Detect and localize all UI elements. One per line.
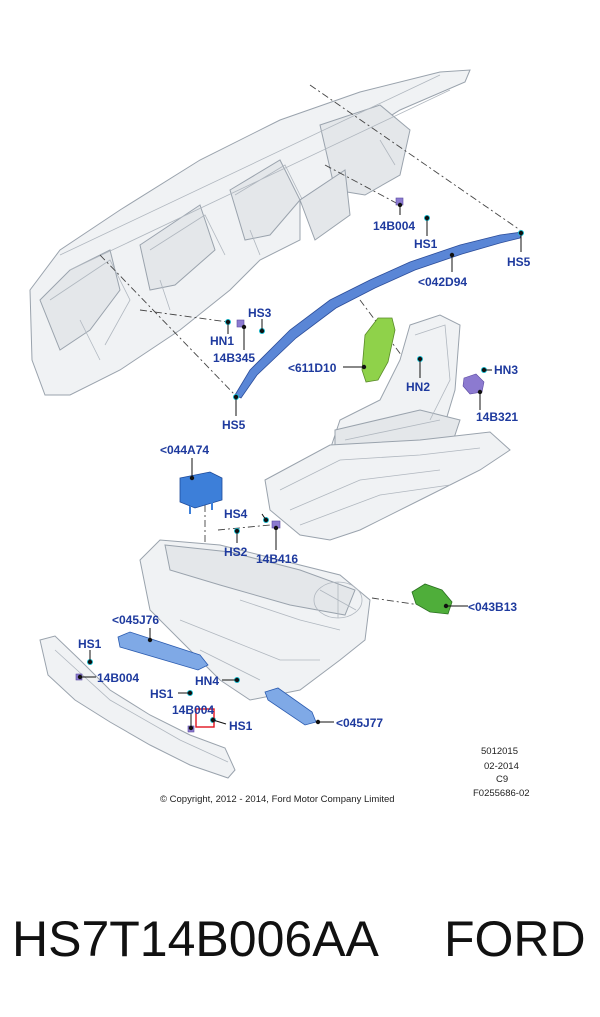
seat-side-airbag — [361, 317, 396, 383]
meta-line-2: 02-2014 — [484, 761, 519, 772]
passenger-airbag-module — [179, 471, 223, 509]
purple-sensor-icon — [236, 319, 245, 328]
instrument-panel — [139, 539, 371, 701]
label-hs1-left: HS1 — [78, 637, 102, 651]
label-hs2: HS2 — [224, 545, 248, 559]
assembly-line-8 — [217, 524, 271, 531]
assembly-line-3 — [99, 254, 236, 396]
knee-airbag-right — [264, 687, 317, 726]
meta-line-1: 5012015 — [481, 746, 518, 757]
label-14b004-top: 14B004 — [373, 219, 415, 233]
label-14b004-left: 14B004 — [97, 671, 139, 685]
label-hn2: HN2 — [406, 380, 430, 394]
drawing-meta: 5012015 02-2014 C9 F0255686-02 — [473, 746, 530, 799]
assembly-line-2 — [324, 164, 401, 206]
label-hs5-top: HS5 — [507, 255, 531, 269]
label-045j76: <045J76 — [112, 613, 159, 627]
label-hs3: HS3 — [248, 306, 272, 320]
front-seat — [329, 314, 461, 471]
leader-lines — [77, 202, 524, 731]
label-hs5-bottom: HS5 — [222, 418, 246, 432]
body-side-panel — [29, 69, 471, 396]
part-number: HS7T14B006AA — [12, 911, 379, 967]
label-hs4: HS4 — [224, 507, 248, 521]
driver-airbag-module — [411, 583, 453, 615]
knee-airbag-left — [117, 631, 209, 671]
label-14b321: 14B321 — [476, 410, 518, 424]
label-14b416: 14B416 — [256, 552, 298, 566]
airbag-system-diagram: 14B004 HS1 HS5 <042D94 HS3 HN1 14B345 <6… — [29, 69, 531, 805]
label-045j77: <045J77 — [336, 716, 383, 730]
label-611d10: <611D10 — [288, 361, 337, 375]
label-hn4: HN4 — [195, 674, 219, 688]
curtain-airbag — [234, 231, 523, 399]
caption-bar: HS7T14B006AA FORD — [0, 900, 600, 980]
assembly-line-7 — [371, 597, 421, 606]
label-044a74: <044A74 — [160, 443, 209, 457]
meta-line-3: C9 — [496, 774, 508, 785]
label-hs1-top: HS1 — [414, 237, 438, 251]
brand-name: FORD — [444, 911, 586, 967]
label-hn1: HN1 — [210, 334, 234, 348]
assembly-line-1 — [309, 84, 521, 231]
copyright-notice: © Copyright, 2012 - 2014, Ford Motor Com… — [160, 794, 395, 805]
meta-line-4: F0255686-02 — [473, 788, 530, 799]
cross-car-beam — [39, 635, 236, 779]
label-hs1-mid: HS1 — [150, 687, 174, 701]
label-043b13: <043B13 — [468, 600, 517, 614]
highlighted-part-box — [195, 708, 215, 728]
label-042d94: <042D94 — [418, 275, 467, 289]
assembly-line-5 — [359, 299, 406, 361]
floor-pan — [264, 431, 511, 541]
label-hs1-bottom: HS1 — [229, 719, 253, 733]
label-hn3: HN3 — [494, 363, 518, 377]
callout-labels: 14B004 HS1 HS5 <042D94 HS3 HN1 14B345 <6… — [78, 219, 531, 733]
label-14b345: 14B345 — [213, 351, 255, 365]
label-14b004-bottom: 14B004 — [172, 703, 214, 717]
